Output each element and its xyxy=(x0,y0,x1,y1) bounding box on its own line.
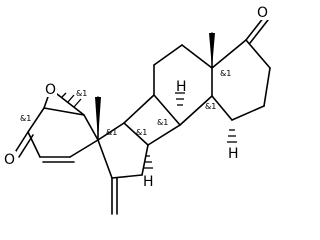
ketone-oxygen-c3: O xyxy=(4,152,15,168)
exocyclic-bonds xyxy=(13,16,269,215)
stereo-label-c13: &1 xyxy=(220,69,231,78)
stereo-bonds xyxy=(61,33,237,169)
hydrogen-c14: H xyxy=(228,146,239,162)
atom-labels: O O O H H H xyxy=(2,4,270,190)
stereo-label-c9: &1 xyxy=(136,128,147,137)
stereo-label-c8: &1 xyxy=(157,118,168,127)
hydrogen-c9: H xyxy=(143,174,154,190)
epoxide-oxygen: O xyxy=(45,82,56,98)
ketone-oxygen-c17: O xyxy=(257,5,268,21)
ring-bonds xyxy=(27,39,271,179)
steroid-structure-diagram: O O O H H H &1 &1 &1 &1 &1 &1 &1 xyxy=(2,4,271,215)
stereo-label-c10: &1 xyxy=(106,128,117,137)
stereo-label-c14: &1 xyxy=(205,102,216,111)
stereo-label-c2: &1 xyxy=(20,114,31,123)
hydrogen-c8: H xyxy=(176,79,187,95)
stereo-descriptors: &1 &1 &1 &1 &1 &1 &1 xyxy=(20,69,231,137)
stereo-label-c1: &1 xyxy=(76,89,87,98)
